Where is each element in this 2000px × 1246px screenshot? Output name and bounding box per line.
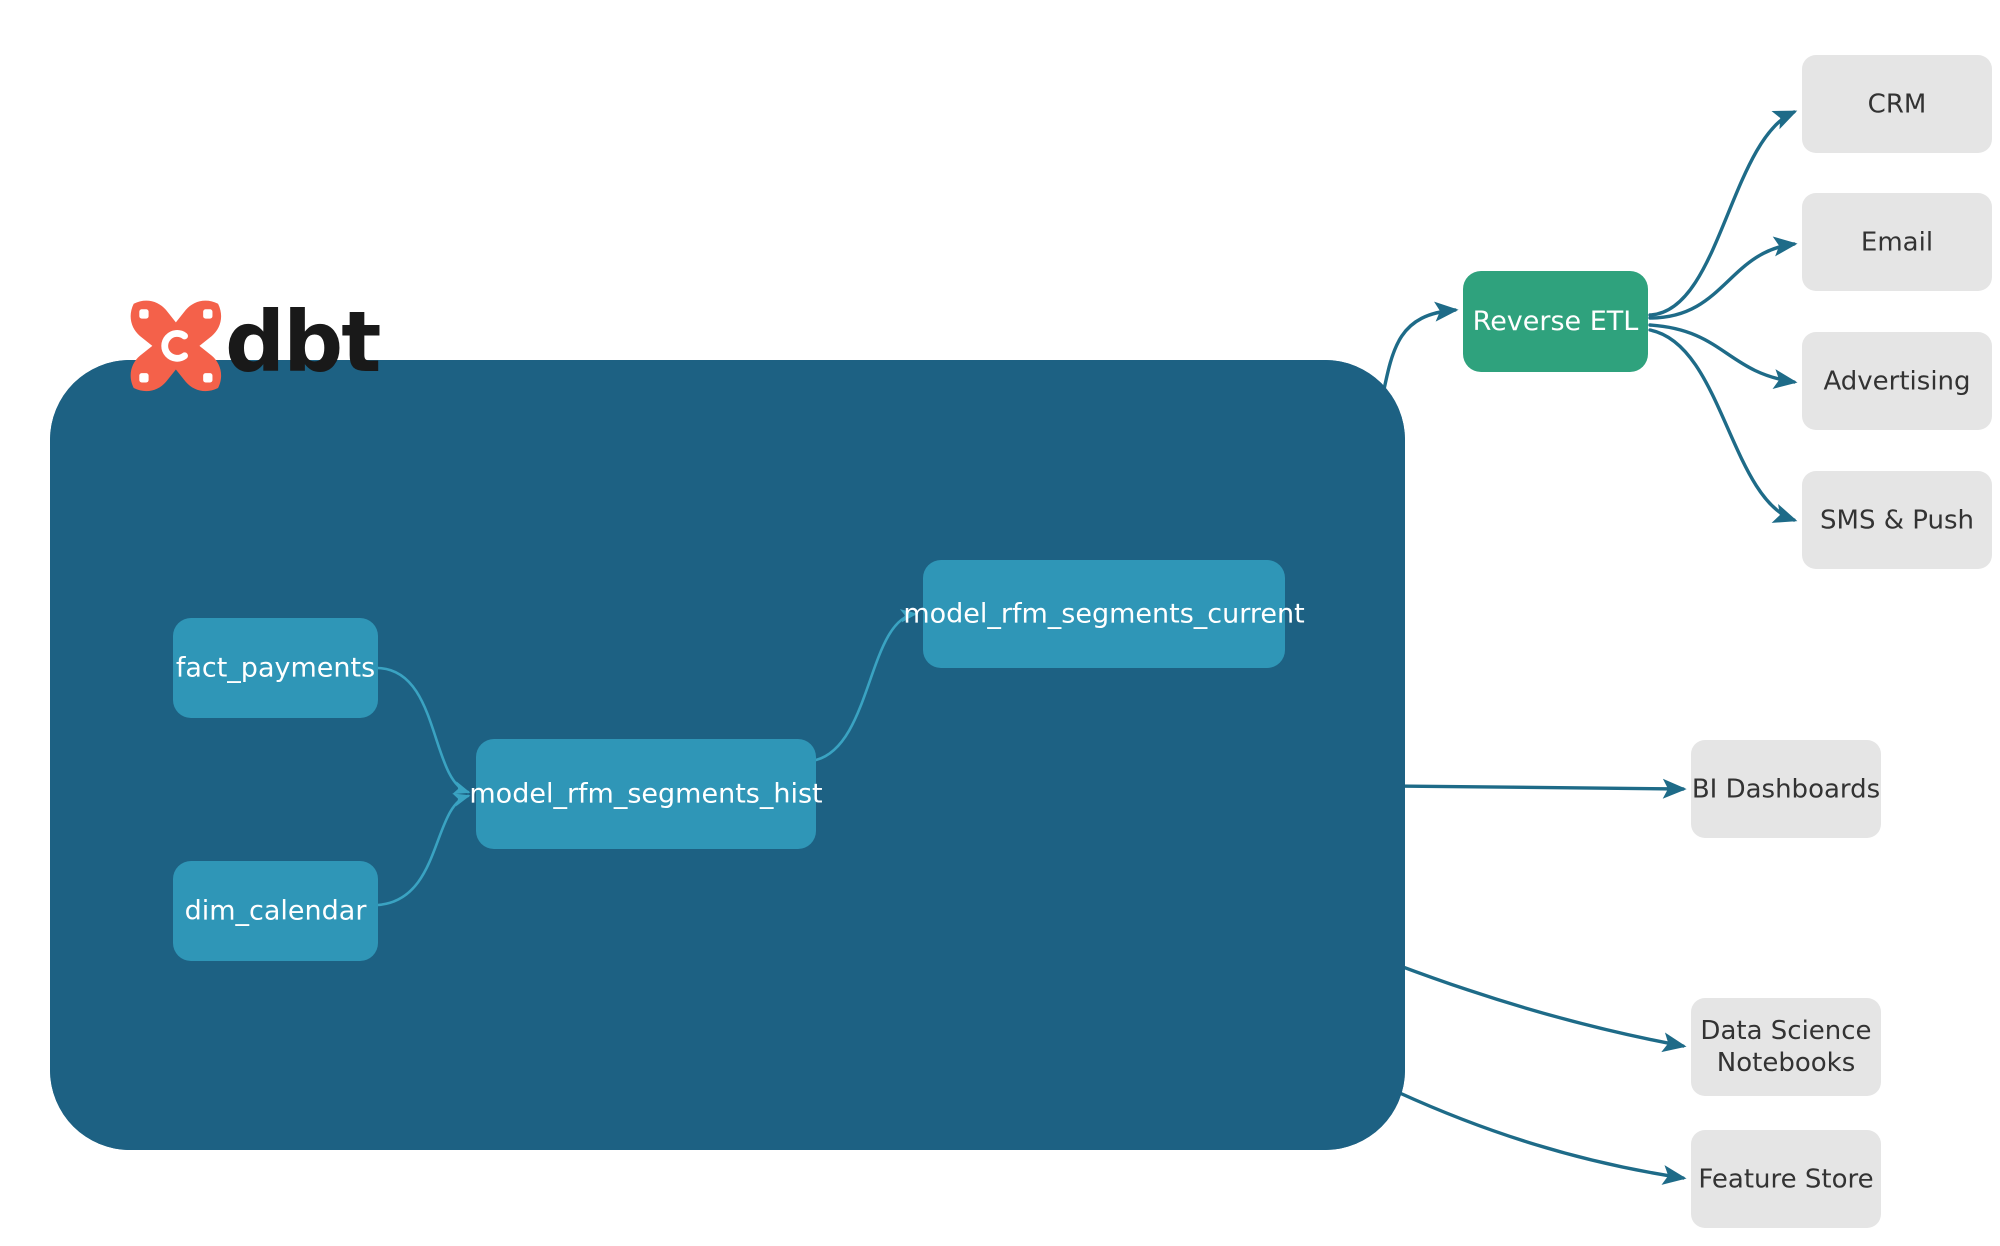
consumer-label: CRM: [1868, 90, 1927, 120]
model-node-label: dim_calendar: [185, 896, 368, 927]
consumer-label: BI Dashboards: [1692, 775, 1880, 805]
model-node-background: [173, 861, 378, 961]
edge-hist-to-current: [814, 609, 918, 762]
edge-reverse-etl-to-sms-push: [1648, 328, 1798, 523]
dbt-logo-tip-nw: [139, 309, 149, 319]
dbt-logo-tip-ne: [203, 309, 213, 319]
consumer-background: [1802, 471, 1992, 569]
model-node-rfm-segments-hist[interactable]: model_rfm_segments_hist: [469, 739, 823, 849]
edge-reverse-etl-to-advertising: [1648, 323, 1798, 389]
consumer-label: Email: [1861, 228, 1933, 258]
consumer-background: [1802, 332, 1992, 430]
consumer-nodes: CRM Email Advertising SMS & Push BI Dash…: [1691, 55, 1992, 1228]
consumer-node-advertising[interactable]: Advertising: [1802, 332, 1992, 430]
consumer-label: Feature Store: [1698, 1165, 1873, 1195]
consumer-label: Advertising: [1823, 367, 1970, 397]
reverse-etl-label: Reverse ETL: [1473, 306, 1639, 337]
edge-fact-payments-to-hist: [376, 666, 471, 795]
consumer-background: [1802, 55, 1992, 153]
model-node-background: [476, 739, 816, 849]
dbt-logo-c-cutout: [161, 330, 188, 362]
edge-reverse-etl-to-crm: [1648, 110, 1798, 317]
model-node-label: fact_payments: [176, 653, 375, 684]
model-node-background: [923, 560, 1285, 668]
consumer-background: [1691, 1130, 1881, 1228]
dbt-wordmark: dbt: [225, 293, 380, 391]
consumer-background: [1802, 193, 1992, 291]
reverse-etl-node[interactable]: Reverse ETL: [1463, 271, 1648, 372]
edge-dim-calendar-to-hist: [376, 793, 471, 907]
consumer-label: SMS & Push: [1820, 506, 1974, 536]
consumer-node-bi-dashboards[interactable]: BI Dashboards: [1691, 740, 1881, 838]
consumer-node-sms-push[interactable]: SMS & Push: [1802, 471, 1992, 569]
consumer-background: [1691, 998, 1881, 1096]
model-node-dim-calendar[interactable]: dim_calendar: [173, 861, 378, 961]
edge-reverse-etl-to-email: [1648, 236, 1798, 320]
model-node-rfm-segments-current[interactable]: model_rfm_segments_current: [903, 560, 1305, 668]
consumer-node-feature-store[interactable]: Feature Store: [1691, 1130, 1881, 1228]
model-nodes: fact_payments dim_calendar model_rfm_seg…: [173, 560, 1305, 961]
dbt-brand-lockup: dbt: [130, 293, 382, 392]
consumer-background: [1691, 740, 1881, 838]
dbt-logo-tip-sw: [139, 373, 149, 383]
reverse-etl-background: [1463, 271, 1648, 372]
model-node-background: [173, 618, 378, 718]
model-node-label: model_rfm_segments_current: [903, 599, 1304, 630]
model-node-fact-payments[interactable]: fact_payments: [173, 618, 378, 718]
consumer-node-email[interactable]: Email: [1802, 193, 1992, 291]
dbt-x-logo-icon: [130, 300, 222, 392]
consumer-node-crm[interactable]: CRM: [1802, 55, 1992, 153]
internal-edges: [376, 609, 918, 907]
dbt-logo-tip-se: [203, 373, 213, 383]
dbt-logo-mark: [130, 300, 222, 392]
model-node-label: model_rfm_segments_hist: [469, 779, 822, 810]
